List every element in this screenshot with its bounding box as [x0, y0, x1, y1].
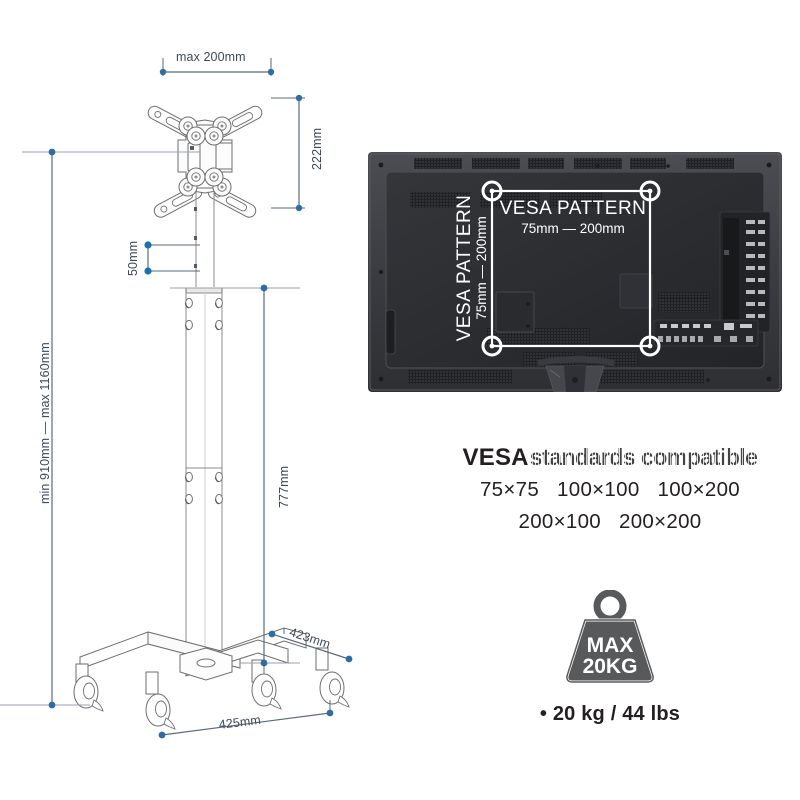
side-handle [385, 309, 396, 355]
dim-label-hole-spacing: 50mm [126, 240, 140, 276]
weight-badge-value: 20KG [583, 655, 638, 678]
io-port-column [719, 211, 771, 333]
weight-capacity-block: MAX 20KG • 20 kg / 44 lbs [430, 589, 790, 726]
vesa-bracket-head [145, 103, 265, 220]
vesa-heading-prefix: VESA [462, 444, 529, 471]
vesa-sizes-row-2: 200×100 200×200 [430, 510, 790, 534]
dim-label-bracket-width: max 200mm [176, 50, 246, 64]
vesa-size: 200×200 [619, 510, 702, 534]
chassis-screws [378, 162, 772, 382]
io-port-strip [653, 319, 759, 347]
dim-label-pole-height: 777mm [277, 465, 291, 508]
dimension-lines [0, 58, 353, 739]
vesa-pattern-overlay: VESA PATTERN 75mm — 200mm VESA PATTERN 7… [454, 180, 661, 357]
weight-badge-icon: MAX 20KG [565, 589, 655, 684]
vesa-size: 100×100 [557, 478, 640, 502]
dim-label-height-range: min 910mm — max 1160mm [38, 342, 52, 504]
tv-back-panel: VESA PATTERN 75mm — 200mm VESA PATTERN 7… [368, 152, 782, 392]
stand-technical-drawing [0, 58, 353, 739]
telescoping-pole [170, 192, 290, 664]
vesa-label-vertical: VESA PATTERN [454, 195, 475, 342]
vesa-heading-suffix: standards compatible [529, 444, 758, 470]
vesa-range-horizontal: 75mm — 200mm [521, 221, 625, 236]
vesa-size: 100×200 [657, 478, 741, 502]
dim-label-bracket-height: 222mm [310, 127, 324, 170]
vesa-sizes-row-1: 75×75 100×100 100×200 [430, 478, 790, 502]
tv-stand-neck [538, 356, 614, 392]
weight-badge-max: MAX [587, 634, 634, 657]
vesa-size: 200×100 [518, 510, 601, 534]
vesa-size: 75×75 [479, 478, 540, 502]
vesa-label-horizontal: VESA PATTERN [500, 198, 647, 219]
weight-caption: • 20 kg / 44 lbs [539, 703, 681, 725]
vesa-range-vertical: 75mm — 200mm [474, 216, 489, 320]
mount-recess [495, 291, 535, 333]
